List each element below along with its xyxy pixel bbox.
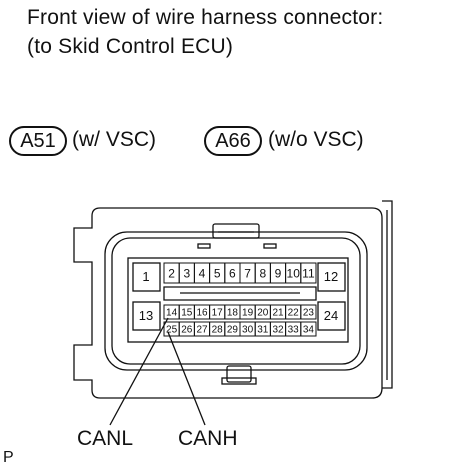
connector-key-left: [197, 243, 211, 249]
connector-note-a66: (w/o VSC): [268, 128, 364, 151]
pin-cavity-12: [317, 262, 346, 292]
pin-cavity-34: [300, 321, 317, 337]
canh-leader-line: [167, 331, 206, 426]
connector-inner-shell: [104, 231, 368, 371]
pin-label-25: 25: [166, 325, 178, 336]
pin-label-9: 9: [275, 266, 282, 280]
pin-label-5: 5: [214, 266, 221, 280]
pin-block-outline: [127, 257, 349, 343]
connector-note-a51: (w/ VSC): [72, 128, 156, 151]
diagram-title-line-2: (to Skid Control ECU): [27, 35, 234, 58]
pin-label-17: 17: [212, 308, 224, 319]
pin-cavity-24: [317, 301, 346, 331]
pin-row-separator: [163, 286, 317, 301]
pin-label-7: 7: [244, 266, 251, 280]
pin-cavity-11: [300, 262, 317, 284]
pin-label-20: 20: [257, 308, 269, 319]
corner-letter: P: [3, 449, 14, 466]
pin-label-2: 2: [168, 266, 175, 280]
pin-label-28: 28: [212, 325, 224, 336]
pin-label-19: 19: [242, 308, 254, 319]
pin-cavity-1: [132, 262, 161, 292]
pin-label-34: 34: [303, 325, 315, 336]
pin-cavity-23: [300, 304, 317, 320]
connector-codes-row: A51 (w/ VSC) A66 (w/o VSC): [6, 126, 466, 158]
pin-label-27: 27: [196, 325, 208, 336]
pin-label-6: 6: [229, 266, 236, 280]
pin-label-30: 30: [242, 325, 254, 336]
connector-code-a51: A51: [9, 126, 67, 156]
pin-label-13: 13: [139, 308, 153, 323]
connector-code-a66: A66: [204, 126, 262, 156]
pin-label-29: 29: [227, 325, 239, 336]
callout-canl: CANL: [77, 427, 134, 450]
callout-canh: CANH: [178, 427, 238, 450]
pin-label-15: 15: [181, 308, 193, 319]
pin-label-3: 3: [183, 266, 190, 280]
pin-label-24: 24: [324, 308, 338, 323]
pin-label-4: 4: [199, 266, 206, 280]
pin-label-33: 33: [288, 325, 300, 336]
connector-side-latch: [382, 200, 393, 389]
pin-label-31: 31: [257, 325, 269, 336]
pin-label-23: 23: [303, 308, 315, 319]
diagram-title-line-1: Front view of wire harness connector:: [27, 6, 384, 29]
pin-label-12: 12: [324, 269, 338, 284]
pin-label-11: 11: [302, 266, 315, 280]
pin-label-32: 32: [272, 325, 284, 336]
pin-label-16: 16: [196, 308, 208, 319]
connector-bottom-lock: [226, 365, 252, 383]
connector-top-lock: [212, 223, 260, 239]
pin-label-8: 8: [259, 266, 266, 280]
connector-housing-outline: [73, 207, 383, 399]
pin-label-21: 21: [272, 308, 284, 319]
pin-label-18: 18: [227, 308, 239, 319]
pin-label-10: 10: [287, 266, 301, 280]
pin-label-14: 14: [166, 308, 178, 319]
pin-label-26: 26: [181, 325, 193, 336]
pin-label-22: 22: [288, 308, 300, 319]
pin-cavity-13: [132, 301, 161, 331]
connector-key-right: [263, 243, 277, 249]
canl-leader-line: [109, 317, 169, 426]
pin-label-1: 1: [142, 269, 149, 284]
